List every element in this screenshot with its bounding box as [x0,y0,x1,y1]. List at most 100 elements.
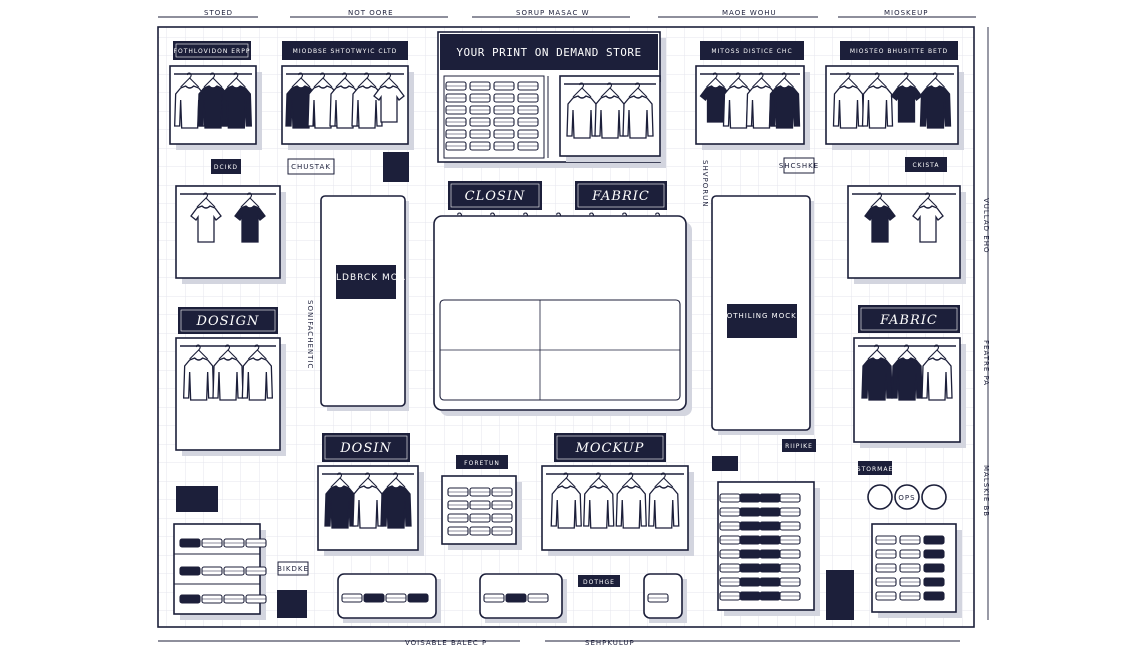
rack-header-right [559,75,666,162]
shirt-icon [566,95,598,139]
svg-text:CHUSTAK: CHUSTAK [291,163,331,171]
folded-shirt-icon [469,105,491,115]
shirt-icon [183,357,215,401]
svg-text:MOCKUP: MOCKUP [575,441,645,456]
folded-shirt-icon [469,117,491,127]
small-label-c: SHCSHKE [779,157,819,174]
folded-shirt-icon [493,129,515,139]
svg-text:DOSIN: DOSIN [339,441,392,456]
folded-shirt-icon [469,93,491,103]
folded-shirt-icon [447,526,469,536]
folded-shirt-icon [719,591,741,601]
folded-shirt-icon [517,81,539,91]
folded-shirt-icon [179,566,201,576]
folded-shirt-icon [779,521,801,531]
folded-shirt-icon [447,513,469,523]
shirt-icon [324,485,356,529]
folded-shirt-icon [719,535,741,545]
shirt-icon [648,485,680,529]
folded-shirt-icon [445,117,467,127]
folded-shirt-icon [493,117,515,127]
shirt-icon [768,85,801,129]
folded-shirt-icon [245,538,267,548]
info-panel-right [712,456,738,471]
svg-text:CLOTHILING MOCKUP: CLOTHILING MOCKUP [716,312,808,320]
shirt-icon [550,485,582,529]
bottom-dim-2: SEHPKULUP [585,639,635,647]
folded-shirt-icon [517,93,539,103]
folded-shirt-icon [491,513,513,523]
folded-shirt-icon [469,500,491,510]
folded-shirt-icon [719,563,741,573]
folded-shirt-icon [739,493,761,503]
svg-text:SHCSHKE: SHCSHKE [779,162,819,170]
folded-shirt-icon [899,563,921,573]
folded-shirt-icon [875,563,897,573]
rack-mockup-bottom [541,465,694,556]
top-dim-3: SORUP MASAC W [516,9,590,17]
sign-island-right: FABRIC [575,181,667,210]
folded-shirt-icon [899,577,921,587]
folded-shirt-icon [363,593,385,603]
sign-top-right-2: MIOSTEO BHUSITTE BETD [840,41,958,60]
folded-shirt-icon [739,535,761,545]
folded-shirt-icon [759,563,781,573]
folded-shirt-icon [517,129,539,139]
rack-design-bottom [317,465,424,556]
small-label-h: BIKDKE [277,561,309,576]
folded-shirt-icon [179,594,201,604]
rack-top-left-2 [281,65,414,150]
svg-text:MITOSS DISTICE CHC: MITOSS DISTICE CHC [711,48,792,55]
folded-shirt-icon [647,593,669,603]
folded-shirt-icon [469,513,491,523]
folded-shirt-icon [483,593,505,603]
svg-text:STORMAE: STORMAE [857,466,893,473]
rack-fabric-right [853,337,966,448]
folded-shirt-icon [923,577,945,587]
small-label-b: CHUSTAK [287,158,335,175]
folded-shirt-icon [447,500,469,510]
folded-shirt-icon [469,129,491,139]
folded-shirt-icon [899,535,921,545]
folded-shirt-icon [779,591,801,601]
svg-text:OPS: OPS [898,494,915,502]
folded-shirt-icon [923,549,945,559]
folded-shirt-icon [445,93,467,103]
shirt-icon [615,485,647,529]
rack-mid-left [175,185,286,284]
folded-shirt-icon [759,577,781,587]
folded-shirt-icon [517,105,539,115]
folded-shirt-icon [719,493,741,503]
folded-shirt-icon [759,521,781,531]
shirt-icon [241,357,273,401]
svg-text:FABRIC: FABRIC [879,313,938,328]
side-label-left-1: SONIFACHENTIC [306,300,314,369]
sign-top-left-2: MIODBSE SHTOTWYIC CLTD [282,41,408,60]
side-label-right-2: FEATRE PA [982,340,990,386]
rack-top-right-1 [695,65,810,150]
folded-shirt-icon [493,105,515,115]
folded-shirt-icon [385,593,407,603]
folded-shirt-icon [491,526,513,536]
folded-shirt-icon [493,81,515,91]
info-panel-bottom-right [826,570,854,620]
folded-shirt-icon [245,594,267,604]
sign-mockup-bottom: MOCKUP [554,433,666,462]
folded-shirt-icon [779,577,801,587]
center-island [433,215,692,416]
folded-shirt-icon [517,117,539,127]
folded-shirt-icon [739,591,761,601]
folded-shirt-icon [491,487,513,497]
small-label-g: STORMAE [857,461,893,475]
shirt-icon [861,85,894,129]
folded-shirt-icon [505,593,527,603]
folded-shirt-icon [923,563,945,573]
bottom-dim-1: VOISABLE BALEC P [405,639,487,647]
svg-text:DCIKD: DCIKD [214,164,238,171]
folded-shirt-icon [875,535,897,545]
folded-shirt-icon [759,493,781,503]
folded-shirt-icon [739,577,761,587]
folded-shirt-icon [719,507,741,517]
folded-shirt-icon [223,566,245,576]
folded-shirt-icon [407,593,429,603]
